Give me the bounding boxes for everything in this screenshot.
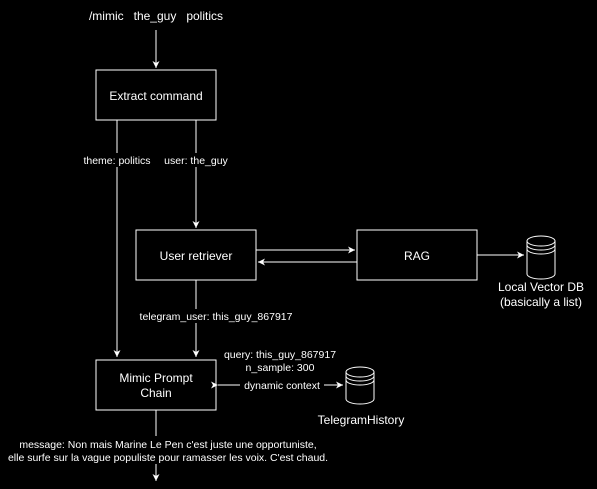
edge-dynamic-context-label: dynamic context [244, 380, 320, 392]
n-sample-label: n_sample: 300 [246, 362, 315, 374]
user-retriever-node: User retriever [135, 229, 257, 281]
telegram-history-label: TelegramHistory [318, 413, 405, 427]
local-vector-db-node: Local Vector DB (basically a list) [498, 235, 584, 309]
database-icon [345, 366, 375, 405]
edge-telegram-user-label: telegram_user: this_guy_867917 [140, 311, 293, 323]
extract-command-label: Extract command [109, 89, 202, 103]
output-message-line2: elle surfe sur la vague populiste pour r… [8, 452, 328, 464]
user-retriever-label: User retriever [160, 249, 233, 263]
edge-theme-label: theme: politics [83, 155, 150, 167]
database-icon [526, 235, 556, 280]
query-label: query: this_guy_867917 [224, 349, 336, 361]
mimic-prompt-chain-node: Mimic Prompt Chain [95, 359, 217, 411]
rag-node: RAG [356, 229, 478, 281]
telegram-history-node: TelegramHistory [318, 366, 405, 427]
rag-label: RAG [404, 249, 430, 263]
local-vector-db-label-line2: (basically a list) [500, 295, 582, 309]
command-text: /mimic the_guy politics [89, 9, 223, 23]
edge-user-label: user: the_guy [164, 155, 228, 167]
mimic-prompt-chain-label-line1: Mimic Prompt [119, 371, 193, 385]
local-vector-db-label-line1: Local Vector DB [498, 280, 584, 294]
extract-command-node: Extract command [95, 69, 217, 121]
output-message-line1: message: Non mais Marine Le Pen c'est ju… [19, 439, 316, 451]
mimic-prompt-chain-label-line2: Chain [140, 386, 171, 400]
